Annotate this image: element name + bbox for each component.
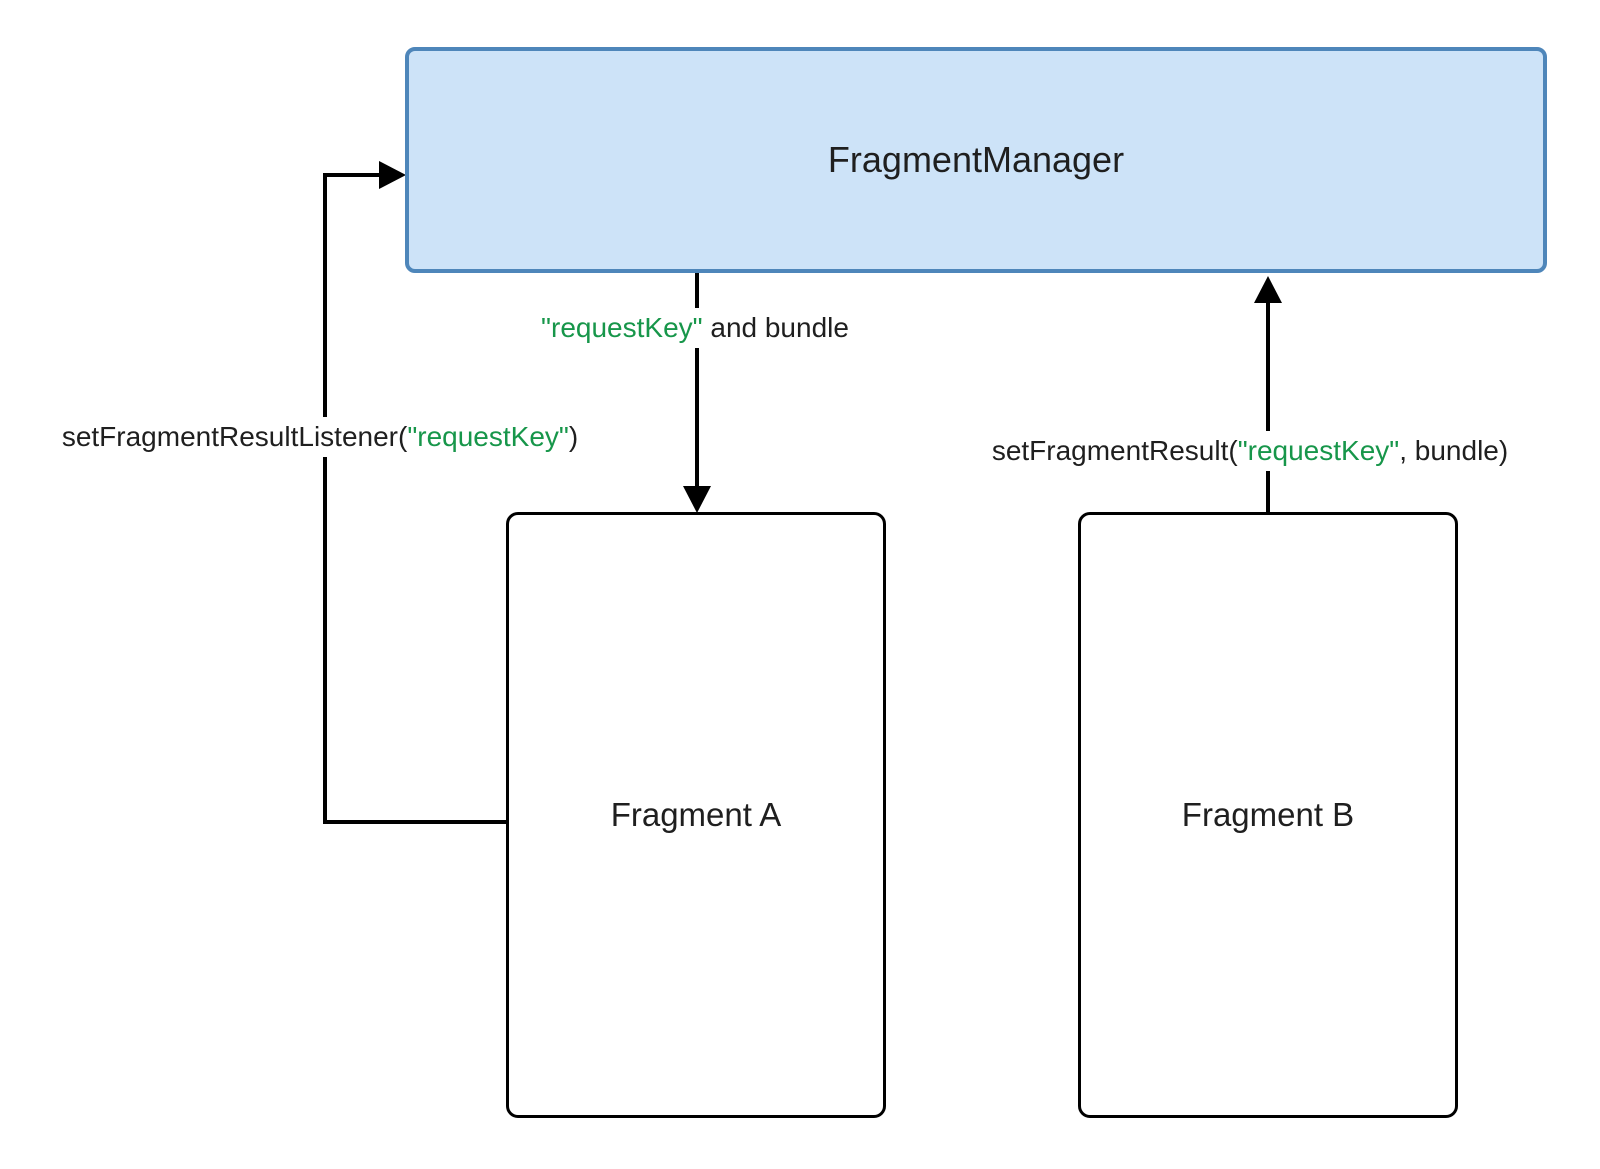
edge-label-set-listener: setFragmentResultListener("requestKey") [53,417,587,457]
fragment-b-label: Fragment B [1181,796,1355,833]
arrowhead-right-icon [379,161,406,189]
set-listener-suffix-text: ) [568,421,579,452]
set-listener-arrow-vertical-line [323,173,327,824]
fragment-a-node: Fragment A [506,512,886,1118]
deliver-suffix-text: and bundle [702,312,849,343]
set-result-key-text: "requestKey" [1237,435,1400,466]
edge-label-set-result: setFragmentResult("requestKey", bundle) [983,431,1517,471]
set-listener-arrow-top-line [323,173,381,177]
deliver-arrow-line [695,273,699,489]
arrowhead-up-icon [1254,276,1282,303]
fragment-a-label: Fragment A [610,796,782,833]
fragment-manager-node: FragmentManager [405,47,1547,273]
set-listener-key-text: "requestKey" [407,421,569,452]
fragment-b-node: Fragment B [1078,512,1458,1118]
set-result-arrow-line [1266,303,1270,513]
set-result-prefix-text: setFragmentResult( [991,435,1238,466]
arrowhead-down-icon [683,486,711,513]
fragment-manager-label: FragmentManager [827,139,1125,180]
edge-label-deliver: "requestKey" and bundle [533,308,857,348]
deliver-key-text: "requestKey" [541,312,703,343]
set-result-suffix-text: , bundle) [1399,435,1509,466]
set-listener-arrow-bottom-line [323,820,508,824]
set-listener-prefix-text: setFragmentResultListener( [61,421,408,452]
